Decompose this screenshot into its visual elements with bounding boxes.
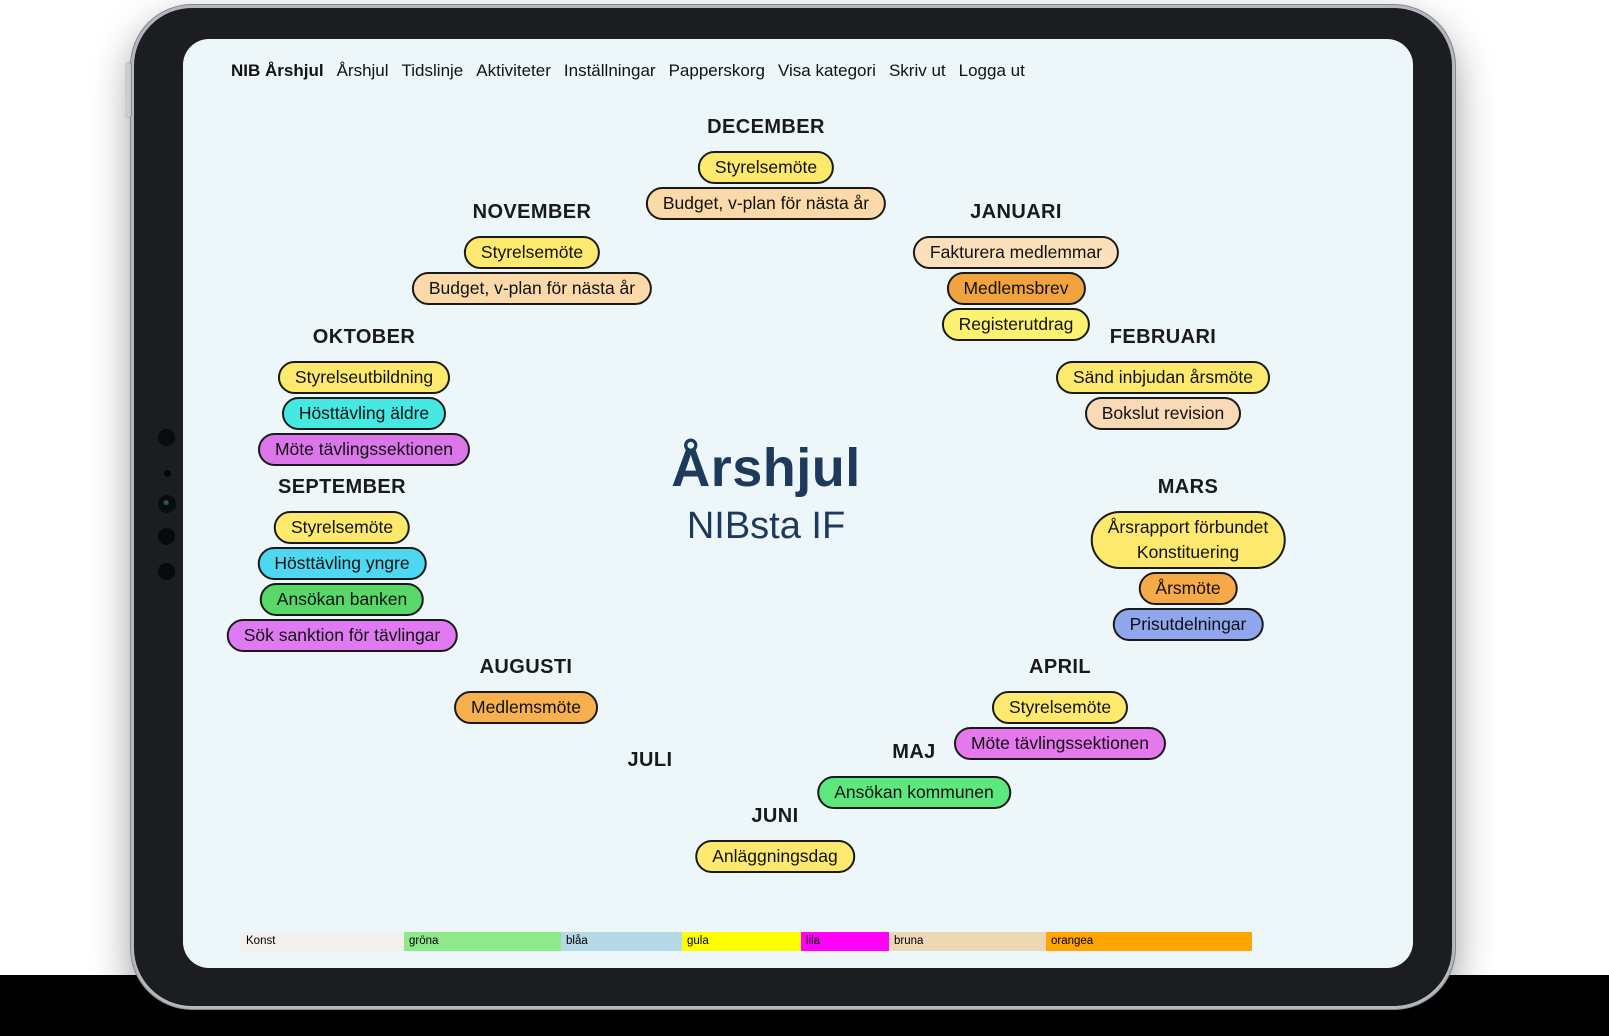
legend-segment-grona: gröna <box>404 932 561 951</box>
activity-pill-ansokan-kommunen[interactable]: Ansökan kommunen <box>817 776 1011 809</box>
menu-item-logga-ut[interactable]: Logga ut <box>958 61 1025 80</box>
screen: NIB Årshjul Årshjul Tidslinje Aktiviteter I… <box>183 39 1413 968</box>
menu-items: Årshjul Tidslinje Aktiviteter Inställningar… <box>337 61 1025 81</box>
month-label: JULI <box>627 749 673 771</box>
month-label: APRIL <box>1029 656 1091 678</box>
activity-pill-arsrapport-forbundet-konstituering[interactable]: Årsrapport förbundet Konstituering <box>1090 511 1286 569</box>
legend-segment-konst: Konst <box>241 932 404 951</box>
month-label: DECEMBER <box>707 116 825 138</box>
sensor-dot-icon <box>158 429 175 446</box>
sensor-dot-icon <box>158 528 175 545</box>
microphone-dot-icon <box>164 470 171 477</box>
menu-item-arshjul[interactable]: Årshjul <box>336 61 389 80</box>
volume-button <box>125 62 132 118</box>
activity-pill-styrelseutbildning[interactable]: Styrelseutbildning <box>277 361 451 394</box>
activity-pill-sand-inbjudan-arsmote[interactable]: Sänd inbjudan årsmöte <box>1056 361 1270 394</box>
front-camera-icon <box>158 495 176 513</box>
legend-segment-lila: lila <box>801 932 889 951</box>
activity-pill-medlemsmote[interactable]: Medlemsmöte <box>454 691 598 724</box>
center-title: Årshjul NIBsta IF <box>671 437 861 548</box>
activity-pill-anlaggningsdag[interactable]: Anläggningsdag <box>695 840 855 873</box>
activity-pill-registerutdrag[interactable]: Registerutdrag <box>941 308 1091 341</box>
month-group-juni: JUNI Anläggningsdag <box>695 804 855 876</box>
activity-pill-prisutdelningar[interactable]: Prisutdelningar <box>1112 608 1264 641</box>
menu-item-aktiviteter[interactable]: Aktiviteter <box>476 61 551 80</box>
legend-segment-blaa: blåa <box>561 932 682 951</box>
month-group-augusti: AUGUSTI Medlemsmöte <box>454 655 598 727</box>
month-label: MARS <box>1157 476 1219 498</box>
month-label: NOVEMBER <box>472 201 592 223</box>
month-group-maj: MAJ Ansökan kommunen <box>817 740 1011 812</box>
activity-pill-budget-v-plan-for-nasta-ar[interactable]: Budget, v-plan för nästa år <box>645 187 887 220</box>
month-label: AUGUSTI <box>479 656 573 678</box>
activity-pill-bokslut-revision[interactable]: Bokslut revision <box>1084 397 1242 430</box>
menu-item-tidslinje[interactable]: Tidslinje <box>401 61 464 80</box>
activity-pill-mote-tavlingssektionen[interactable]: Möte tävlingssektionen <box>257 433 471 466</box>
activity-pill-sok-sanktion-for-tavlingar[interactable]: Sök sanktion för tävlingar <box>226 619 458 652</box>
activity-pill-mote-tavlingssektionen[interactable]: Möte tävlingssektionen <box>953 727 1167 760</box>
activity-pill-hosttavling-aldre[interactable]: Hösttävling äldre <box>281 397 447 430</box>
month-label: JUNI <box>751 805 799 827</box>
month-group-juli: JULI <box>628 748 673 784</box>
tablet-frame: NIB Årshjul Årshjul Tidslinje Aktiviteter I… <box>125 8 1452 1006</box>
month-label: JANUARI <box>970 201 1062 223</box>
month-label: SEPTEMBER <box>277 476 407 498</box>
menu-bar: NIB Årshjul Årshjul Tidslinje Aktiviteter I… <box>231 61 1025 81</box>
activity-pill-arsmote[interactable]: Årsmöte <box>1138 572 1238 605</box>
activity-pill-medlemsbrev[interactable]: Medlemsbrev <box>946 272 1086 305</box>
menu-item-skriv-ut[interactable]: Skriv ut <box>888 61 946 80</box>
activity-pill-styrelsemote[interactable]: Styrelsemöte <box>463 236 601 269</box>
month-label: MAJ <box>892 741 936 763</box>
month-label: FEBRUARI <box>1109 326 1217 348</box>
activity-pill-hosttavling-yngre[interactable]: Hösttävling yngre <box>257 547 427 580</box>
activity-pill-styrelsemote[interactable]: Styrelsemöte <box>273 511 411 544</box>
menu-item-papperskorg[interactable]: Papperskorg <box>668 61 765 80</box>
legend-segment-bruna: bruna <box>889 932 1046 951</box>
sensor-dot-icon <box>158 563 175 580</box>
menu-brand[interactable]: NIB Årshjul <box>231 61 324 80</box>
activity-pill-ansokan-banken[interactable]: Ansökan banken <box>259 583 425 616</box>
legend-segment-orangea: orangea <box>1046 932 1252 951</box>
activity-pill-styrelsemote[interactable]: Styrelsemöte <box>991 691 1129 724</box>
menu-item-installningar[interactable]: Inställningar <box>563 61 656 80</box>
page-subtitle: NIBsta IF <box>686 505 846 547</box>
activity-pill-styrelsemote[interactable]: Styrelsemöte <box>697 151 835 184</box>
activity-pill-budget-v-plan-for-nasta-ar[interactable]: Budget, v-plan för nästa år <box>411 272 653 305</box>
legend-segment-gula: gula <box>682 932 801 951</box>
activity-pill-fakturera-medlemmar[interactable]: Fakturera medlemmar <box>912 236 1120 269</box>
page-title: Årshjul <box>671 438 861 498</box>
menu-item-visa-kategori[interactable]: Visa kategori <box>777 61 876 80</box>
month-label: OKTOBER <box>312 326 416 348</box>
